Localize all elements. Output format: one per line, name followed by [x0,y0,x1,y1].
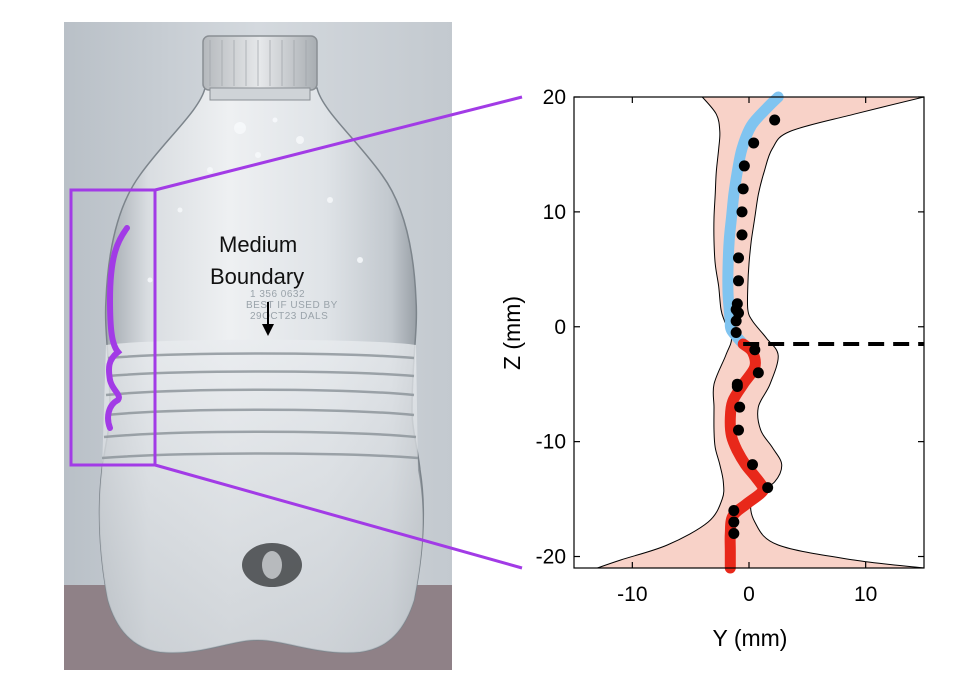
data-point [736,229,748,241]
data-point [734,401,746,413]
data-point [738,160,750,172]
y-tick-label: -10 [536,431,566,454]
bottle-print-line-2: BEST IF USED BY [246,300,338,311]
x-tick-label: 10 [854,583,877,606]
boundary-arrow [262,302,274,336]
bottle-ridges [101,352,419,460]
measured-points [728,114,781,540]
x-tick-label: 0 [743,583,755,606]
data-point [769,114,781,126]
x-axis-title: Y (mm) [713,625,788,651]
zoom-box [69,188,157,467]
y-axis-title: Z (mm) [499,296,525,370]
data-point [737,183,749,195]
data-point [762,482,774,494]
data-point [730,327,742,338]
data-point [752,367,764,379]
annotation-line-1: Medium [219,232,297,257]
data-point [733,275,744,287]
data-point [749,344,761,356]
zoom-line-bottom [154,463,523,570]
data-point [733,424,744,436]
data-point [736,206,748,218]
chart-axes: -10 0 10 20 10 0 -10 -20 [536,86,925,606]
data-point [733,307,744,319]
data-point [733,252,744,264]
y-tick-label: 20 [543,86,566,109]
bottle-print-line-3: 29OCT23 DALS [250,311,328,322]
data-point [748,137,760,149]
data-point [728,505,740,517]
series-line-fit-upper [722,91,784,350]
x-tick-label: -10 [617,583,647,606]
y-tick-label: 10 [543,201,566,224]
data-point [728,528,740,540]
y-tick-label: 0 [554,316,566,339]
bottle-print-line-1: 1 356 0632 [250,289,305,300]
data-point [728,516,740,528]
traced-profile [105,225,130,431]
annotation-line-2: Boundary [210,264,304,289]
data-point [747,459,758,471]
zoom-line-top [154,95,523,192]
y-tick-label: -20 [536,546,566,569]
data-point [731,380,743,392]
zoom-highlight [69,95,523,570]
